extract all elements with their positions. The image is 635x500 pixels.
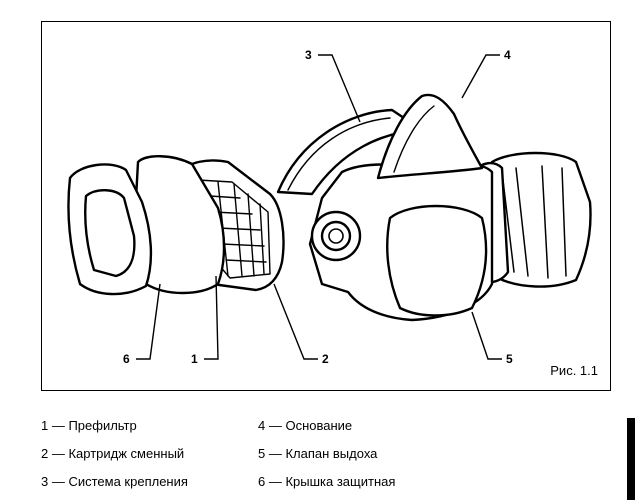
nose-piece-fold [393,105,435,173]
callout-3: 3 [305,48,312,62]
callout-leaders [136,54,502,360]
nose-piece [376,93,484,180]
callout-5: 5 [506,352,513,366]
leader-6 [136,283,161,360]
callout-4: 4 [504,48,511,62]
leader-2 [273,283,318,360]
callout-1: 1 [191,352,198,366]
page-edge-mark [627,418,635,500]
head-strap-inner [287,117,391,191]
callout-6: 6 [123,352,130,366]
legend-item-6: 6 — Крышка защитная [258,474,396,489]
respirator-drawing [67,54,592,360]
legend-item-4: 4 — Основание [258,418,353,433]
right-cartridge-line [501,165,567,279]
leader-1 [204,275,219,360]
legend-item-3: 3 — Система крепления [41,474,188,489]
replacement-cartridge [132,155,226,295]
prefilter-window [84,189,136,278]
connector-ring-core [328,228,344,244]
leader-3 [318,54,361,123]
figure-frame: 3 4 6 1 2 5 Рис. 1.1 [41,21,611,391]
leader-5 [471,311,502,360]
callout-2: 2 [322,352,329,366]
legend-item-1: 1 — Префильтр [41,418,137,433]
figure-caption: Рис. 1.1 [550,363,598,378]
exhalation-valve [386,204,488,317]
legend-item-5: 5 — Клапан выдоха [258,446,378,461]
legend-item-2: 2 — Картридж сменный [41,446,185,461]
leader-4 [461,54,500,99]
